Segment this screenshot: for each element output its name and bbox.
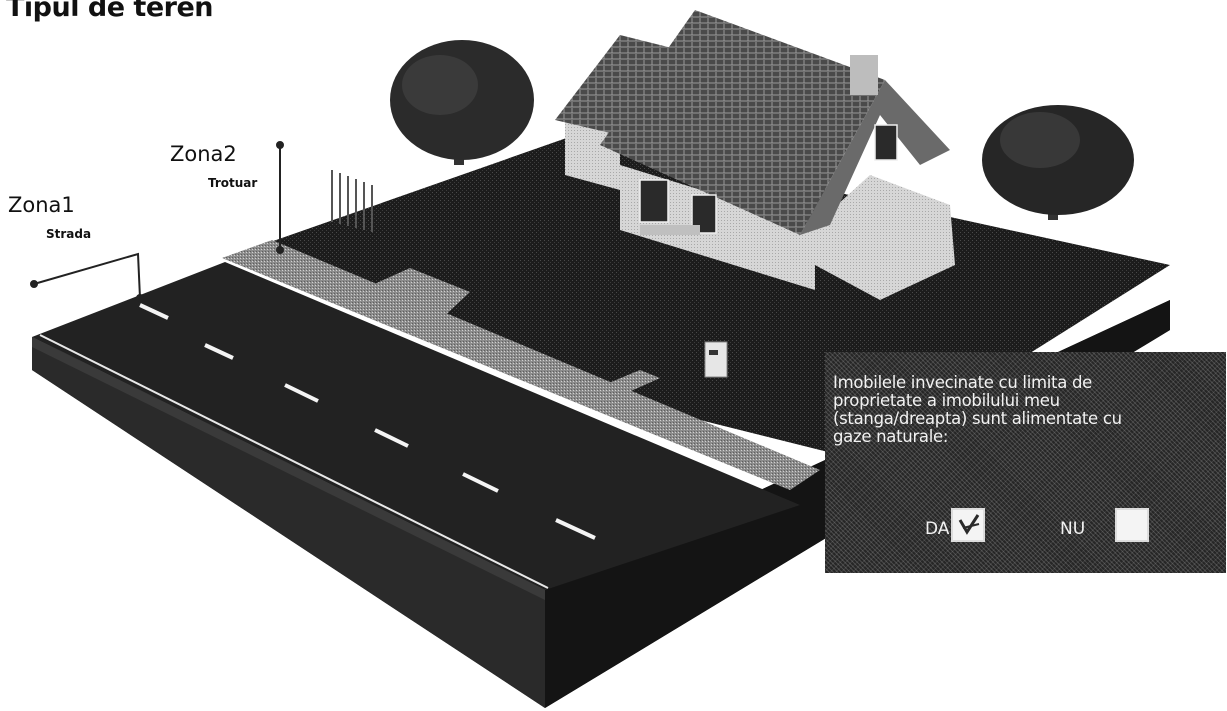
check-icon xyxy=(958,514,980,535)
driveway xyxy=(350,268,470,320)
option-yes-label: DA xyxy=(925,519,950,539)
road-center-markings xyxy=(139,303,596,540)
tree-icon xyxy=(982,105,1134,220)
zone2-label: Zona2 xyxy=(170,142,237,166)
zone2-sublabel: Trotuar xyxy=(208,176,258,190)
fence xyxy=(331,170,373,232)
zone1-sublabel: Strada xyxy=(46,227,92,241)
page-title: Tipul de teren xyxy=(6,0,213,23)
option-yes-checkbox[interactable] xyxy=(951,508,985,542)
option-no-checkbox[interactable] xyxy=(1115,508,1149,542)
meter-box xyxy=(704,341,728,378)
zone1-marker xyxy=(30,252,144,302)
road xyxy=(32,262,800,600)
gas-supply-question-panel: Imobilele invecinate cu limita de propri… xyxy=(825,352,1226,573)
option-no-label: NU xyxy=(1060,519,1086,539)
house-icon xyxy=(555,10,955,300)
sidewalk xyxy=(222,240,820,490)
tree-icon xyxy=(390,40,534,165)
zone1-label: Zona1 xyxy=(8,193,75,217)
zone2-marker xyxy=(276,141,284,254)
question-text: Imobilele invecinate cu limita de propri… xyxy=(833,373,1122,446)
walkway xyxy=(580,370,660,405)
